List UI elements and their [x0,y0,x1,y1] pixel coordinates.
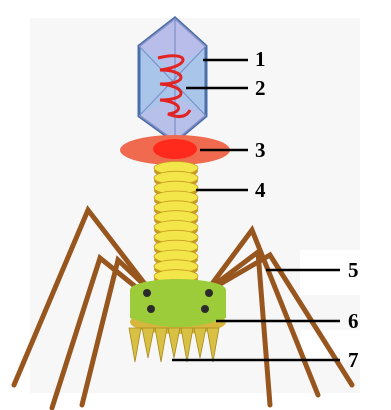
label-2: 2 [255,76,266,100]
pin-icon [205,289,213,297]
pin-icon [143,289,151,297]
collar-core [153,139,197,159]
label-7: 7 [348,348,359,372]
label-6: 6 [348,309,359,333]
base-plate [130,279,226,334]
label-1: 1 [255,47,266,71]
label-5: 5 [348,258,359,282]
capsid-head [139,18,206,142]
pin-icon [147,305,155,313]
tail-sheath [154,162,198,297]
label-4: 4 [255,178,266,202]
label-3: 3 [255,138,266,162]
pin-icon [201,305,209,313]
